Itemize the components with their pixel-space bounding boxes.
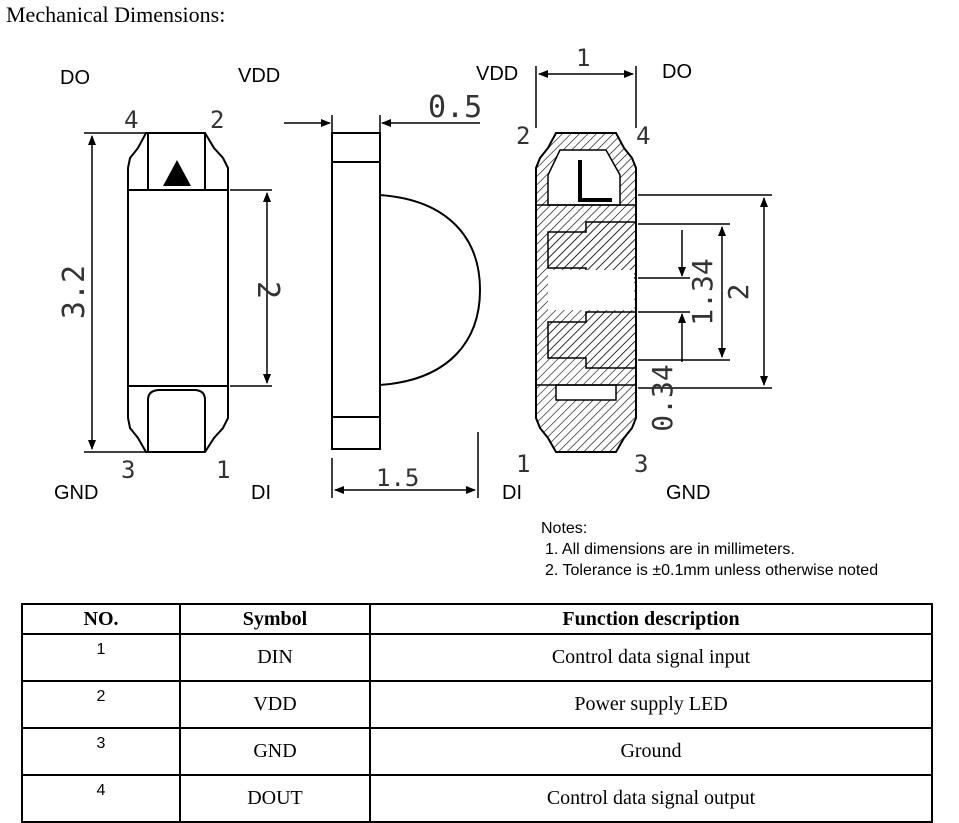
bottom-package-outline [535,132,637,453]
bottom-pin-4: 4 [636,122,650,150]
top-view: DO VDD GND DI 4 2 3 1 3.2 2 [54,65,285,504]
header-no: NO. [21,603,181,635]
bottom-dim-pad-label: 0.34 [646,364,679,431]
side-dim-height [331,432,479,498]
bottom-pin-3: 3 [634,450,648,478]
pin-function-table: NO. Symbol Function description 1 DIN Co… [21,603,933,823]
top-pin-3: 3 [121,456,135,484]
top-label-vdd: VDD [238,65,280,87]
row-no: 4 [21,774,181,823]
bottom-dim-pitch-label: 1.34 [686,258,719,325]
row-function: Control data signal output [369,774,933,823]
row-no: 3 [21,727,181,776]
top-label-di: DI [251,482,271,504]
note-1: 1. All dimensions are in millimeters. [545,541,795,558]
row-function: Power supply LED [369,680,933,729]
bottom-dim-width-label: 1 [576,44,590,72]
row-no: 1 [21,633,181,682]
top-pin-4: 4 [124,106,138,134]
top-pin-2: 2 [210,106,224,134]
row-function: Control data signal input [369,633,933,682]
mechanical-drawing: DO VDD GND DI 4 2 3 1 3.2 2 [54,44,772,504]
bottom-dim-span [638,194,772,389]
bottom-label-do: DO [662,61,692,83]
side-dim-height-label: 1.5 [376,464,419,492]
notes-heading: Notes: [541,520,588,537]
bottom-label-vdd: VDD [476,63,518,85]
top-dim-window [230,189,272,387]
top-label-do: DO [60,67,90,89]
bottom-dim-width [535,66,637,128]
row-function: Ground [369,727,933,776]
table-row: 1 DIN Control data signal input [21,633,933,682]
table-row: 4 DOUT Control data signal output [21,774,933,823]
side-package-outline [331,132,482,450]
table-row: 2 VDD Power supply LED [21,680,933,729]
bottom-label-di: DI [502,482,522,504]
header-function: Function description [369,603,933,635]
top-dim-length [84,132,146,453]
bottom-label-gnd: GND [666,482,710,504]
bottom-pin-2: 2 [516,122,530,150]
pin1-marker-icon [163,160,191,186]
pin1-corner-icon [578,160,612,202]
side-view: 0.5 1.5 [284,90,482,498]
top-pin-1: 1 [216,456,230,484]
side-dim-thickness-label: 0.5 [428,90,482,125]
page-title: Mechanical Dimensions: [6,2,226,27]
top-package-outline [127,132,229,453]
row-symbol: VDD [179,680,371,729]
side-dim-thickness [284,115,480,133]
bottom-pin-1: 1 [516,450,530,478]
table-row: 3 GND Ground [21,727,933,776]
top-label-gnd: GND [54,482,98,504]
table-header-row: NO. Symbol Function description [21,603,933,635]
bottom-view: VDD DO DI GND 2 4 1 3 1 2 [476,44,772,504]
bottom-dim-pad [638,230,690,362]
top-dim-window-label: 2 [250,281,285,299]
row-symbol: DOUT [179,774,371,823]
row-symbol: DIN [179,633,371,682]
note-2: 2. Tolerance is ±0.1mm unless otherwise … [545,562,879,579]
header-symbol: Symbol [179,603,371,635]
top-dim-length-label: 3.2 [57,265,92,319]
row-symbol: GND [179,727,371,776]
bottom-dim-pitch [638,223,730,361]
bottom-dim-span-label: 2 [722,284,755,301]
notes: Notes: 1. All dimensions are in millimet… [541,518,878,581]
row-no: 2 [21,680,181,729]
